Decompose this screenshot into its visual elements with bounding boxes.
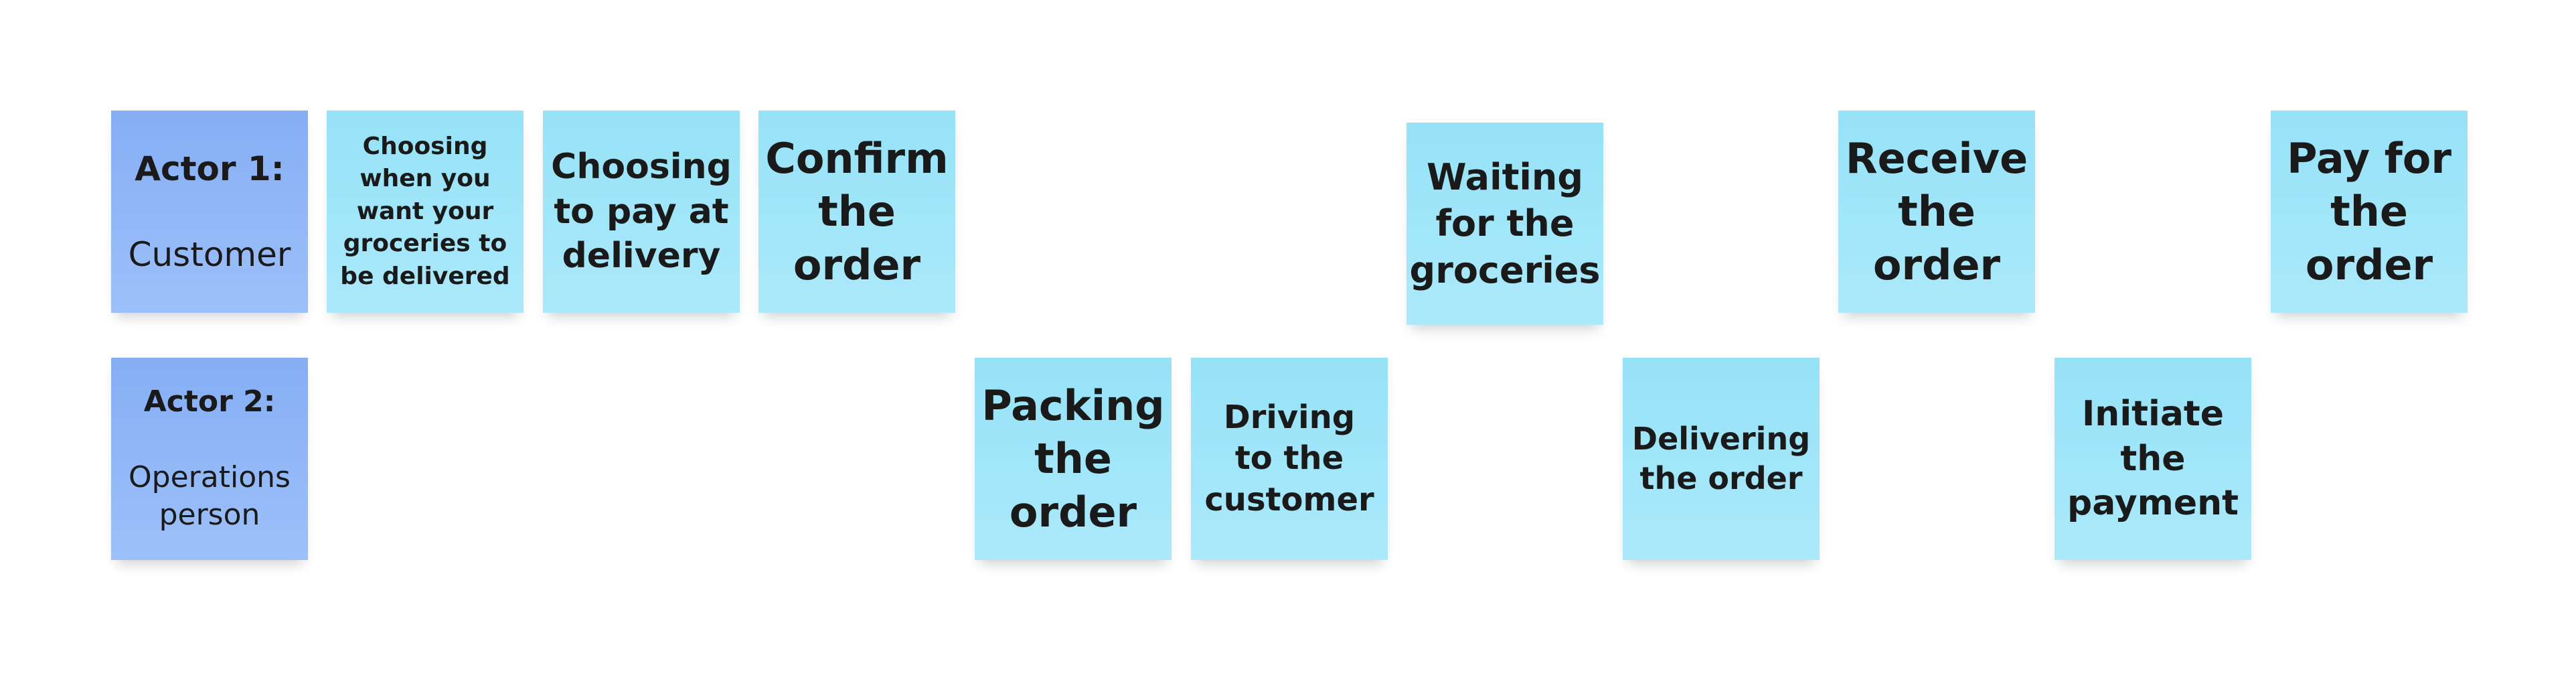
sticky-note-confirm-order[interactable]: Confirm the order <box>758 111 955 313</box>
sticky-note-choose-delivery-time[interactable]: Choosing when you want your groceries to… <box>327 111 524 313</box>
actor-note-customer[interactable]: Actor 1: Customer <box>111 111 308 313</box>
note-text: Choosing to pay at delivery <box>551 147 732 277</box>
note-text: Driving to the customer <box>1204 398 1374 518</box>
note-text: Packing the order <box>981 380 1165 537</box>
actor-name: Operations person <box>129 460 291 533</box>
note-text: Choosing when you want your groceries to… <box>340 132 510 290</box>
sticky-note-initiate-payment[interactable]: Initiate the payment <box>2055 358 2251 560</box>
note-text: Delivering the order <box>1631 421 1811 496</box>
note-text: Confirm the order <box>765 133 949 289</box>
sticky-note-pay-order[interactable]: Pay for the order <box>2271 111 2468 313</box>
note-text: Initiate the payment <box>2067 394 2239 524</box>
sticky-note-driving-customer[interactable]: Driving to the customer <box>1191 358 1388 560</box>
sticky-note-delivering-order[interactable]: Delivering the order <box>1623 358 1820 560</box>
actor-label: Actor 1: <box>135 149 285 188</box>
actor-note-operations[interactable]: Actor 2: Operations person <box>111 358 308 560</box>
note-text: Pay for the order <box>2287 133 2451 289</box>
sticky-note-waiting-groceries[interactable]: Waiting for the groceries <box>1406 123 1603 325</box>
actor-label: Actor 2: <box>143 385 276 419</box>
note-text: Receive the order <box>1845 133 2028 289</box>
sticky-note-pay-at-delivery[interactable]: Choosing to pay at delivery <box>543 111 740 313</box>
note-text: Waiting for the groceries <box>1409 156 1601 291</box>
sticky-note-packing-order[interactable]: Packing the order <box>975 358 1172 560</box>
actor-name: Customer <box>128 235 291 274</box>
sticky-note-receive-order[interactable]: Receive the order <box>1838 111 2035 313</box>
